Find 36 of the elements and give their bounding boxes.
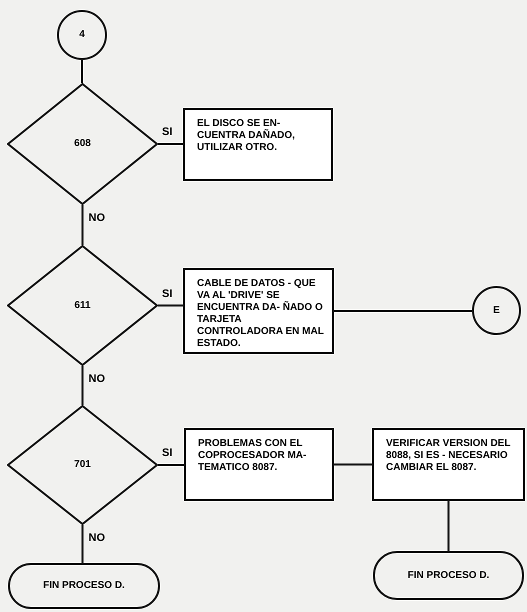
connector-line (158, 464, 184, 466)
edge-label: NO (88, 374, 106, 385)
process-box (183, 108, 333, 181)
connector-line (82, 525, 84, 563)
connector-line (82, 205, 84, 245)
terminal-box (8, 563, 160, 609)
node-text: FIN PROCESO D. (42, 580, 126, 592)
edge-label: NO (88, 213, 106, 224)
node-text: E (492, 304, 501, 316)
connector-line (158, 143, 183, 145)
connector-line (448, 501, 450, 551)
edge-label: SI (161, 288, 174, 300)
connector-line (82, 366, 84, 405)
node-text: 701 (73, 459, 92, 471)
node-text: 611 (73, 300, 92, 312)
process-box (184, 428, 334, 501)
connector-line (334, 464, 372, 466)
node-text: CABLE DE DATOS - QUE VA AL 'DRIVE' SE ENCUENTRA DA- ÑADO O TARJETA CONTROLADORA EN MAL ESTADO. (197, 277, 325, 350)
connector-line (158, 304, 183, 306)
edge-label: SI (161, 127, 174, 138)
process-box (372, 428, 525, 501)
edge-label: SI (161, 448, 174, 459)
terminal-box (373, 551, 524, 600)
node-text: PROBLEMAS CON EL COPROCESADOR MA- TEMATICO 8087. (198, 437, 308, 474)
node-text: VERIFICAR VERSION DEL 8088, SI ES - NECESARIO CAMBIAR EL 8087. (386, 437, 512, 474)
process-box (183, 268, 334, 354)
decision-diamond (7, 405, 158, 525)
decision-diamond (7, 245, 158, 366)
node-text: 4 (78, 29, 86, 41)
node-text: FIN PROCESO D. (406, 570, 490, 582)
node-text: 608 (73, 138, 92, 150)
connector-line (81, 60, 83, 83)
edge-label: NO (88, 533, 106, 544)
node-text: EL DISCO SE EN- CUENTRA DAÑADO, UTILIZAR OTRO. (197, 117, 296, 154)
decision-diamond (7, 83, 158, 205)
connector-line (334, 310, 472, 312)
